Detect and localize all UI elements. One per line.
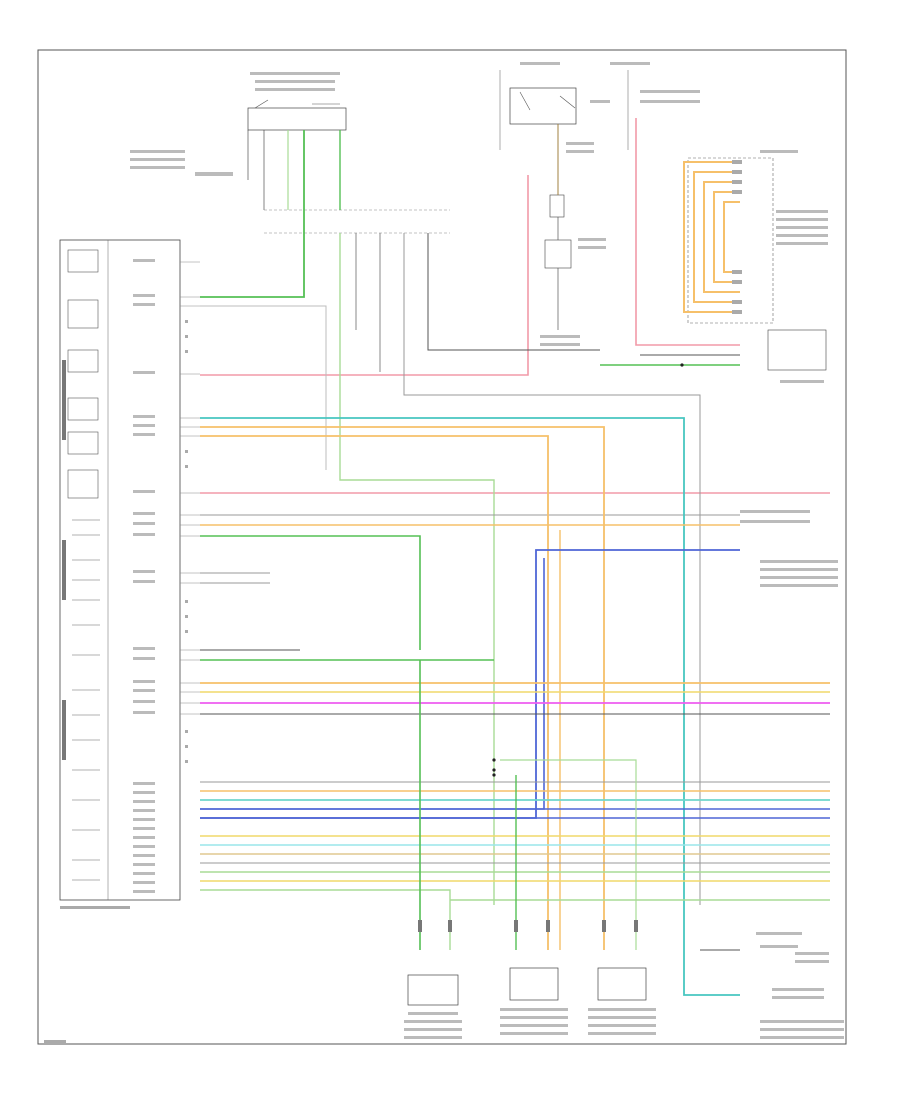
compressor-connector bbox=[767, 329, 827, 383]
wires bbox=[200, 118, 830, 996]
bottom-sensor-modules bbox=[404, 920, 656, 1039]
relay-block-top bbox=[499, 62, 700, 346]
right-side-labels bbox=[740, 510, 844, 1039]
control-module-left bbox=[59, 239, 200, 909]
drawing-code bbox=[44, 1040, 66, 1043]
diagram-border bbox=[37, 49, 847, 1045]
top-switch-assembly bbox=[130, 72, 347, 210]
right-sensor-module bbox=[683, 150, 828, 324]
